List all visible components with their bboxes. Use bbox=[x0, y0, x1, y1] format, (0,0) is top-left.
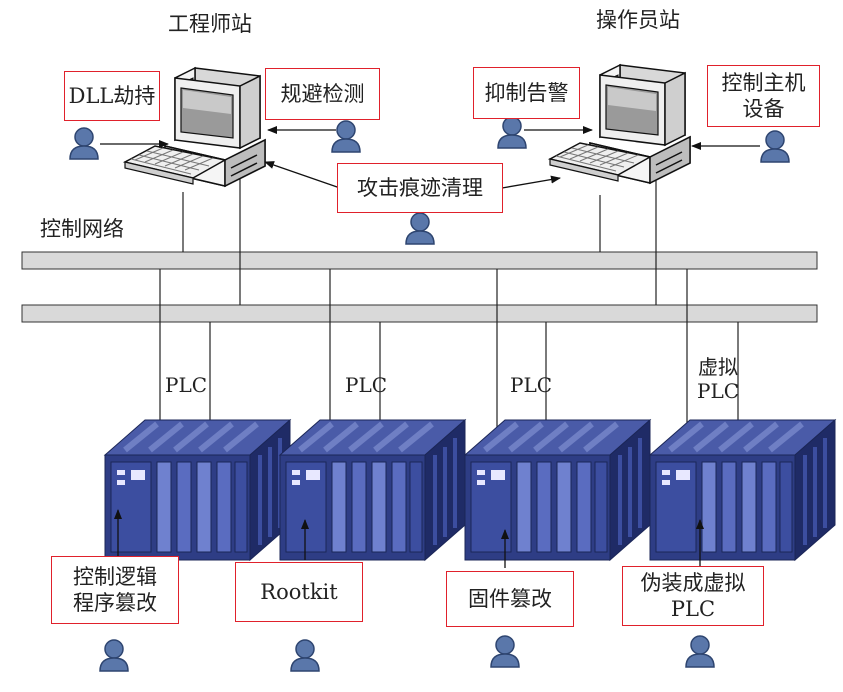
firmware-tamper-label: 固件篡改 bbox=[468, 586, 552, 611]
fake-plc-box: 伪装成虚拟 PLC bbox=[622, 566, 764, 626]
attacker-icon bbox=[69, 127, 99, 160]
rootkit-label: Rootkit bbox=[260, 579, 338, 604]
control-host-label-line1: 控制主机 bbox=[721, 70, 806, 95]
evade-detection-box: 规避检测 bbox=[265, 68, 380, 120]
logic-tamper-label-line1: 控制逻辑 bbox=[73, 564, 157, 589]
plc-2-label: PLC bbox=[345, 373, 388, 397]
trace-cleanup-label: 攻击痕迹清理 bbox=[357, 175, 483, 200]
control-host-box: 控制主机 设备 bbox=[707, 65, 820, 127]
suppress-alarm-label: 抑制告警 bbox=[484, 80, 569, 105]
network-label: 控制网络 bbox=[40, 217, 124, 241]
suppress-alarm-box: 抑制告警 bbox=[473, 67, 580, 119]
trace-cleanup-box: 攻击痕迹清理 bbox=[337, 163, 503, 213]
dll-hijack-box: DLL劫持 bbox=[64, 71, 160, 121]
operator-station-label: 操作员站 bbox=[596, 8, 680, 32]
attacker-icon bbox=[760, 130, 790, 163]
attacker-icon bbox=[99, 639, 129, 672]
plc-3-rack-icon bbox=[465, 420, 650, 560]
attacker-icon bbox=[331, 120, 361, 153]
virtual-plc-label-line2: PLC bbox=[697, 379, 740, 403]
evade-detection-label: 规避检测 bbox=[280, 81, 365, 106]
fake-plc-label-line2: PLC bbox=[670, 597, 716, 621]
attacker-icon bbox=[405, 212, 435, 245]
rootkit-box: Rootkit bbox=[235, 562, 363, 622]
engineer-station-label: 工程师站 bbox=[168, 12, 252, 36]
fake-plc-label-line1: 伪装成虚拟 bbox=[640, 570, 746, 595]
attacker-icon bbox=[685, 635, 715, 668]
plc-3-label: PLC bbox=[510, 373, 553, 397]
control-host-label-line2: 设备 bbox=[742, 97, 785, 121]
attacker-icon bbox=[497, 116, 527, 149]
firmware-tamper-box: 固件篡改 bbox=[446, 571, 574, 627]
plc-2-rack-icon bbox=[280, 420, 465, 560]
network-bar-lower bbox=[21, 304, 818, 323]
plc-1-rack-icon bbox=[105, 420, 290, 560]
virtual-plc-label: 虚拟 PLC bbox=[697, 355, 739, 403]
attack-arrows bbox=[100, 126, 760, 568]
logic-tamper-box: 控制逻辑 程序篡改 bbox=[51, 556, 179, 624]
attacker-icon bbox=[490, 635, 520, 668]
plc-1-label: PLC bbox=[165, 373, 208, 397]
plc-virtual-rack-icon bbox=[650, 420, 835, 560]
attacker-icon bbox=[290, 639, 320, 672]
network-bar-upper bbox=[21, 251, 818, 270]
dll-hijack-label: DLL劫持 bbox=[68, 83, 156, 108]
virtual-plc-label-line1: 虚拟 bbox=[698, 355, 739, 379]
logic-tamper-label-line2: 程序篡改 bbox=[73, 591, 157, 615]
